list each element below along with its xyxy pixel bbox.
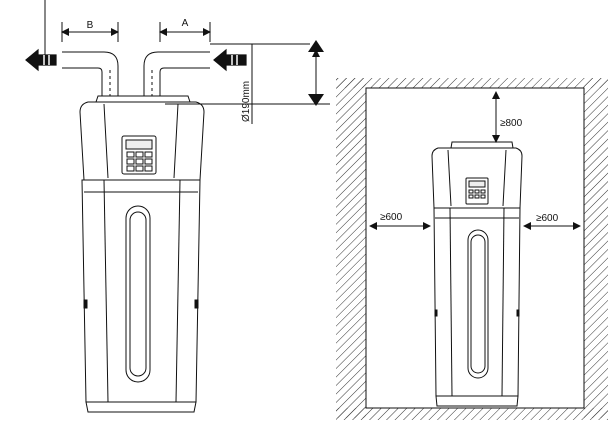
control-panel: [121, 135, 157, 175]
floor: [336, 408, 608, 420]
small-keypad: [468, 189, 486, 199]
viewing-window: [125, 205, 151, 383]
tank-body: [81, 179, 201, 403]
ceiling-wall: [336, 78, 608, 88]
left-wall: [336, 78, 366, 418]
keypad-buttons: [126, 151, 153, 172]
right-room-view: ≥800 ≥600 ≥600: [336, 78, 608, 420]
side-fitting: [194, 299, 199, 309]
small-unit-upper-housing: [431, 147, 523, 209]
dimension-a-label: A: [182, 18, 189, 29]
left-unit-view: B A: [25, 0, 330, 413]
small-unit-base: [435, 395, 519, 407]
unit-top-cap: [95, 95, 191, 103]
right-clearance-label: ≥600: [536, 213, 559, 224]
side-fitting: [83, 299, 88, 309]
arrow-left-icon: [213, 48, 247, 72]
dimension-b: [61, 22, 119, 42]
arrow-left-icon: [25, 48, 57, 72]
unit-base: [85, 401, 197, 413]
dimension-a: [159, 22, 211, 42]
arrow-down-icon: [308, 40, 324, 106]
dimension-b-label: B: [87, 20, 94, 31]
diameter-label: Ø190mm: [241, 81, 252, 122]
display-screen: [125, 139, 153, 150]
inlet-duct: [143, 51, 210, 97]
room-interior: [365, 87, 585, 409]
small-control-panel: [465, 177, 489, 205]
top-clearance-label: ≥800: [500, 118, 523, 129]
small-viewing-window: [467, 229, 489, 379]
unit-upper-housing: [79, 101, 205, 181]
right-wall: [584, 78, 608, 418]
left-clearance-label: ≥600: [380, 212, 403, 223]
